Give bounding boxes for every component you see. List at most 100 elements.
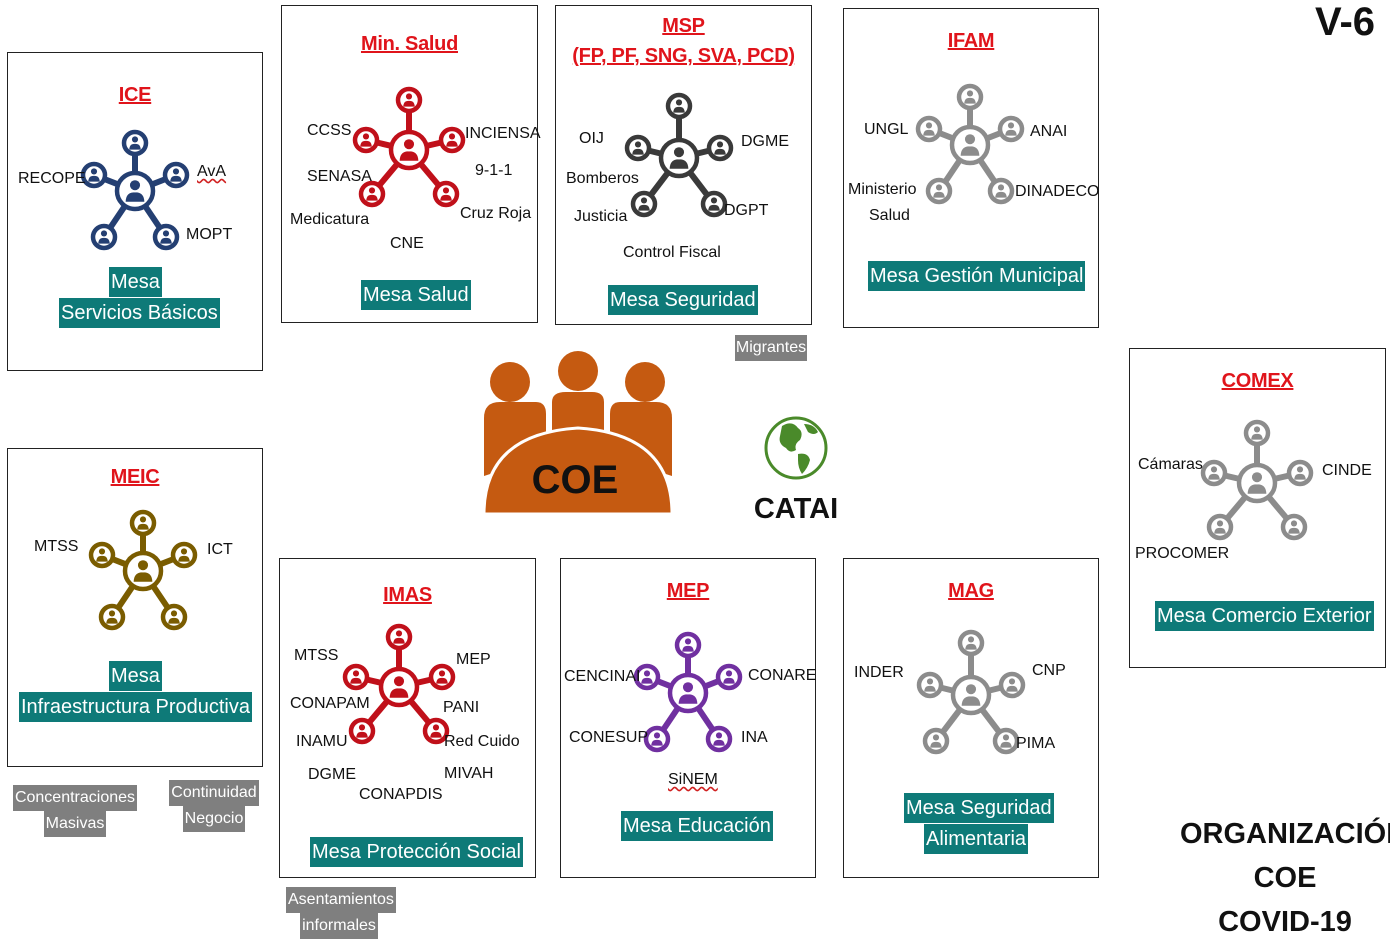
ifam-box: IFAM UNGL ANAI Ministerio Salud DINADECO… (843, 8, 1099, 328)
minsalud-title: Min. Salud (360, 33, 458, 55)
minsalud-network-icon (352, 86, 466, 208)
concentraciones-line2: Masivas (43, 811, 107, 837)
asentamientos-line1: Asentamientos (286, 887, 396, 913)
mag-mesa-line2: Alimentaria (924, 824, 1029, 854)
imas-network-icon (342, 623, 456, 745)
ice-network-icon (80, 129, 190, 251)
msp-title-line1: MSP (662, 15, 705, 37)
comex-label-procomer: PROCOMER (1135, 545, 1230, 562)
continuidad-line1: Continuidad (169, 780, 259, 806)
mag-network-icon (916, 629, 1026, 755)
ifam-label-anai: ANAI (1030, 123, 1068, 140)
ice-box: ICE RECOPE AvA MOPT Mesa Servicios Básic… (7, 52, 263, 371)
ifam-mesa: Mesa Gestión Municipal (868, 261, 1086, 291)
meic-label-ict: ICT (207, 541, 233, 558)
mag-title: MAG (948, 580, 994, 602)
mag-label-pima: PIMA (1016, 735, 1056, 752)
mag-mesa-line1: Mesa Seguridad (904, 793, 1054, 823)
meic-network-icon (88, 509, 198, 631)
concentraciones-line1: Concentraciones (12, 785, 138, 811)
mep-label-cencinai: CENCINAI (564, 668, 641, 685)
meic-mesa-line1: Mesa (109, 661, 162, 691)
minsalud-mesa: Mesa Salud (361, 280, 471, 310)
org-line-3: COVID-19 (1218, 906, 1352, 938)
meic-mesa-line2: Infraestructura Productiva (19, 692, 252, 722)
continuidad-line2: Negocio (182, 806, 246, 832)
continuidad-tag: Continuidad Negocio (166, 780, 262, 832)
ifam-label-ministerio: Ministerio (848, 181, 917, 198)
organization-title: ORGANIZACIÓN COE COVID-19 (1180, 812, 1390, 944)
ifam-label-dinadeco: DINADECO (1015, 183, 1100, 200)
imas-title: IMAS (383, 584, 432, 606)
mep-mesa: Mesa Educación (621, 811, 773, 841)
catai-label: CATAI (753, 493, 839, 525)
mag-label-cnp: CNP (1032, 662, 1066, 679)
msp-label-oij: OIJ (579, 130, 604, 147)
minsalud-label-medicatura: Medicatura (290, 211, 370, 228)
comex-label-camaras: Cámaras (1138, 456, 1203, 473)
meic-box: MEIC MTSS ICT Mesa Infraestructura Produ… (7, 448, 263, 767)
imas-label-dgme: DGME (308, 766, 356, 783)
minsalud-label-cruzroja: Cruz Roja (460, 205, 532, 222)
imas-label-conapdis: CONAPDIS (359, 786, 443, 803)
mep-box: MEP CENCINAI CONARE CONESUP INA SiNEM Me… (560, 558, 816, 878)
ifam-title: IFAM (947, 30, 995, 52)
mep-label-sinem: SiNEM (668, 771, 718, 788)
comex-box: COMEX Cámaras CINDE PROCOMER Mesa Comerc… (1129, 348, 1386, 668)
meic-label-mtss: MTSS (34, 538, 79, 555)
mep-network-icon (633, 631, 743, 753)
imas-label-pani: PANI (443, 699, 480, 716)
imas-box: IMAS MTSS MEP CONAPAM PANI INAMU Red Cui… (279, 558, 536, 878)
mag-label-inder: INDER (854, 664, 904, 681)
mag-box: MAG INDER CNP PIMA Mesa Seguridad Alimen… (843, 558, 1099, 878)
mep-title: MEP (666, 580, 710, 602)
ifam-network-icon (915, 83, 1025, 205)
imas-label-inamu: INAMU (296, 733, 348, 750)
org-line-1: ORGANIZACIÓN (1180, 818, 1390, 850)
ice-mesa-line2: Servicios Básicos (59, 298, 220, 328)
ice-label-mopt: MOPT (186, 226, 233, 243)
minsalud-label-911: 9-1-1 (475, 162, 513, 179)
globe-icon (764, 416, 828, 480)
mep-label-ina: INA (741, 729, 768, 746)
meic-title: MEIC (110, 466, 160, 488)
minsalud-label-cne: CNE (390, 235, 424, 252)
ice-mesa-line1: Mesa (109, 267, 162, 297)
migrantes-tag: Migrantes (735, 335, 807, 361)
msp-label-dgpt: DGPT (724, 202, 769, 219)
imas-label-mep: MEP (456, 651, 491, 668)
msp-label-justicia: Justicia (574, 208, 628, 225)
concentraciones-tag: Concentraciones Masivas (12, 785, 138, 837)
imas-label-mivah: MIVAH (444, 765, 494, 782)
ifam-label-ungl: UNGL (864, 121, 909, 138)
msp-mesa: Mesa Seguridad (608, 285, 758, 315)
ice-title: ICE (118, 84, 152, 106)
asentamientos-line2: informales (300, 913, 378, 939)
msp-title-line2: (FP, PF, SNG, SVA, PCD) (572, 45, 795, 67)
minsalud-label-inciensa: INCIENSA (465, 125, 541, 142)
coe-group-icon (482, 351, 674, 516)
minsalud-label-senasa: SENASA (307, 168, 372, 185)
msp-label-control-fiscal: Control Fiscal (623, 244, 721, 261)
imas-label-conapam: CONAPAM (290, 695, 370, 712)
comex-label-cinde: CINDE (1322, 462, 1372, 479)
minsalud-box: Min. Salud CCSS INCIENSA SENASA 9-1-1 Me… (281, 5, 541, 323)
mep-label-conare: CONARE (748, 667, 817, 684)
ice-label-recope: RECOPE (18, 170, 86, 187)
msp-label-bomberos: Bomberos (566, 170, 639, 187)
msp-label-dgme: DGME (741, 133, 789, 150)
imas-mesa: Mesa Protección Social (310, 837, 523, 867)
comex-network-icon (1200, 419, 1314, 541)
org-line-2: COE (1253, 862, 1317, 894)
imas-label-redcuido: Red Cuido (444, 733, 520, 750)
msp-network-icon (624, 92, 734, 218)
msp-box: MSP (FP, PF, SNG, SVA, PCD) OIJ DGME Bom… (555, 5, 812, 325)
version-label: V-6 (1314, 0, 1376, 44)
minsalud-label-ccss: CCSS (307, 122, 352, 139)
ice-label-ava: AvA (197, 163, 227, 180)
imas-label-mtss: MTSS (294, 647, 339, 664)
asentamientos-tag: Asentamientos informales (286, 887, 396, 939)
mep-label-conesup: CONESUP (569, 729, 649, 746)
comex-mesa: Mesa Comercio Exterior (1155, 601, 1374, 631)
coe-label: COE (531, 458, 619, 502)
